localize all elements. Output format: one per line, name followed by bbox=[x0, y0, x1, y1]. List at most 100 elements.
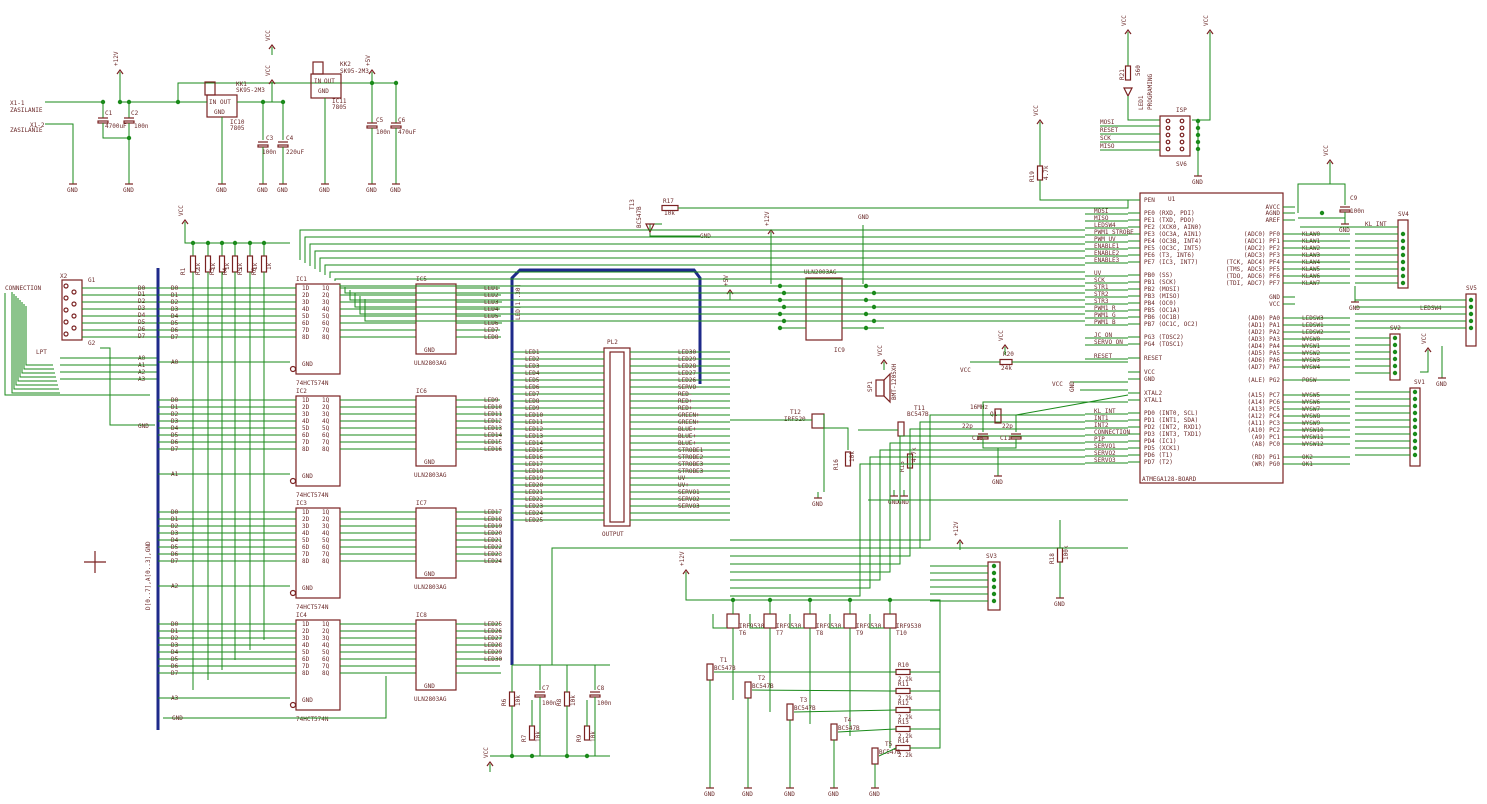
sv4-pin bbox=[1400, 280, 1406, 286]
fet-name: T6 bbox=[739, 630, 747, 637]
mcu-left-net: MISO bbox=[1094, 215, 1109, 222]
supply-12v-sv3: +12V bbox=[953, 521, 960, 536]
junction-dot bbox=[126, 135, 132, 141]
sv5-pin bbox=[1468, 304, 1474, 310]
mcu-left-pin: PB6 (OC1B) bbox=[1144, 314, 1180, 321]
c9-symbol bbox=[1339, 209, 1351, 213]
output-right-label: SERVO- bbox=[678, 384, 700, 391]
isp-name: ISP bbox=[1176, 107, 1187, 114]
bjt-value: BC547B bbox=[752, 683, 774, 690]
bus-gnd-bottom: GND bbox=[172, 715, 183, 722]
bjt-name: T2 bbox=[758, 675, 766, 682]
c9-lead bbox=[1330, 183, 1346, 205]
latch-pin-out: 1Q bbox=[322, 509, 330, 516]
output-left-label: LED6 bbox=[525, 384, 540, 391]
bjt-symbol bbox=[744, 681, 752, 699]
gnd-c5: GND bbox=[366, 187, 377, 194]
c10-value: 22p bbox=[962, 423, 973, 430]
output-left-label: LED17 bbox=[525, 461, 543, 468]
output-right-label: RED- bbox=[678, 391, 692, 398]
mcu-left-net: STR1 bbox=[1094, 284, 1109, 291]
latch-data-label: D4 bbox=[171, 649, 179, 656]
driver-led-label: LED30 bbox=[484, 656, 502, 663]
bjt-value: BC547B bbox=[879, 749, 901, 756]
latch-data-label: D6 bbox=[171, 439, 179, 446]
sv1-pin bbox=[1412, 445, 1418, 451]
gnd-t12: GND bbox=[812, 501, 823, 508]
led1-name: LED1 bbox=[1138, 95, 1145, 110]
latch-oc-label: GND bbox=[302, 697, 313, 704]
latch-pin-in: 8D bbox=[302, 670, 310, 677]
t13-value: BC547B bbox=[636, 206, 643, 228]
servo-cap-name: C8 bbox=[597, 685, 605, 692]
servo-resistor-value: 10k bbox=[570, 695, 577, 706]
lpt-fan-wire bbox=[25, 306, 53, 366]
isp-pin bbox=[1179, 118, 1185, 124]
latch-data-label: D7 bbox=[171, 670, 179, 677]
latch-pin-out: 7Q bbox=[322, 551, 330, 558]
servo-feed bbox=[551, 547, 1128, 665]
ic11-gnd: GND bbox=[318, 88, 329, 95]
mcu-left-pin: PE0 (RXD, PDI) bbox=[1144, 210, 1195, 217]
zasilanie-pin-2: X1-2 bbox=[30, 122, 45, 129]
mcu-left-pin: PB3 (MISO) bbox=[1144, 293, 1180, 300]
t13-symbol-icon bbox=[645, 223, 655, 234]
r19-value: 4.7k bbox=[1043, 165, 1050, 180]
r15-name: R15 bbox=[899, 461, 906, 472]
latch-data-label: D0 bbox=[171, 285, 179, 292]
c3-symbol bbox=[257, 144, 269, 148]
mcu-right-pin: (A11) PC3 bbox=[1247, 420, 1280, 427]
kk2-name: KK2 bbox=[340, 61, 351, 68]
supply-arrow-icon bbox=[116, 69, 124, 75]
t11-value: BC547B bbox=[907, 411, 929, 418]
servo-resistor bbox=[563, 691, 571, 707]
mcu-left-pin: PE1 (TXD, PDO) bbox=[1144, 217, 1195, 224]
latch-type: 74HCT574N bbox=[296, 492, 329, 499]
latch-data-label: D6 bbox=[171, 663, 179, 670]
zasilanie-label-1: ZASILANIE bbox=[10, 107, 43, 114]
lpt-pin bbox=[71, 289, 77, 295]
lpt-pin bbox=[63, 283, 69, 289]
xtal1-wire bbox=[982, 401, 1128, 415]
r18-resistor bbox=[1056, 547, 1064, 563]
latch-pin-in: 2D bbox=[302, 628, 310, 635]
r20-resistor bbox=[999, 358, 1013, 366]
output-right-label: SERVO1 bbox=[678, 489, 700, 496]
isp-pin bbox=[1179, 132, 1185, 138]
mcu-left-pin: PB2 (MOSI) bbox=[1144, 286, 1180, 293]
mcu-servo-wire bbox=[730, 428, 1085, 557]
bjt-resistor-value: 2.2k bbox=[898, 714, 913, 721]
lpt-fan-wire bbox=[13, 294, 59, 390]
latch-pin-in: 4D bbox=[302, 642, 310, 649]
mcu-right-pin: (AD6) PA6 bbox=[1247, 357, 1280, 364]
fet-value: IRF9530 bbox=[856, 623, 882, 630]
latch-clk-label: A2 bbox=[171, 583, 179, 590]
bjt-name: T4 bbox=[844, 717, 852, 724]
bjt-base-resistor bbox=[895, 668, 911, 676]
mcu-right-pin: (A8) PC0 bbox=[1251, 441, 1280, 448]
r16-resistor bbox=[844, 451, 852, 467]
mcu-left-net: PWM1 B bbox=[1094, 319, 1116, 326]
sv1-pin bbox=[1412, 403, 1418, 409]
latch-pin-in: 7D bbox=[302, 327, 310, 334]
latch-body bbox=[295, 507, 341, 599]
gnd-r15: GND bbox=[898, 499, 909, 506]
latch-data-label: D1 bbox=[171, 516, 179, 523]
fet-name: T8 bbox=[816, 630, 824, 637]
driver-led-label: LED23 bbox=[484, 551, 502, 558]
sv5-pin bbox=[1468, 297, 1474, 303]
latch-data-label: D5 bbox=[171, 656, 179, 663]
driver-led-label: LED14 bbox=[484, 432, 502, 439]
mcu-control-wire bbox=[329, 271, 1085, 278]
bjt-ctrl-wire bbox=[910, 612, 941, 749]
driver-led-label: LED16 bbox=[484, 446, 502, 453]
isp-net-label: SCK bbox=[1100, 135, 1111, 142]
latch-oc-bubble bbox=[289, 701, 297, 709]
latch-pin-out: 6Q bbox=[322, 656, 330, 663]
mcu-left-net: UV bbox=[1094, 270, 1102, 277]
bjt-symbol bbox=[871, 747, 879, 765]
bus-data-label: D5 bbox=[138, 319, 146, 326]
isp-net-label: RESET bbox=[1100, 127, 1118, 134]
latch-pin-out: 3Q bbox=[322, 523, 330, 530]
mcu-left-pin: PD0 (INT0, SCL) bbox=[1144, 410, 1198, 417]
